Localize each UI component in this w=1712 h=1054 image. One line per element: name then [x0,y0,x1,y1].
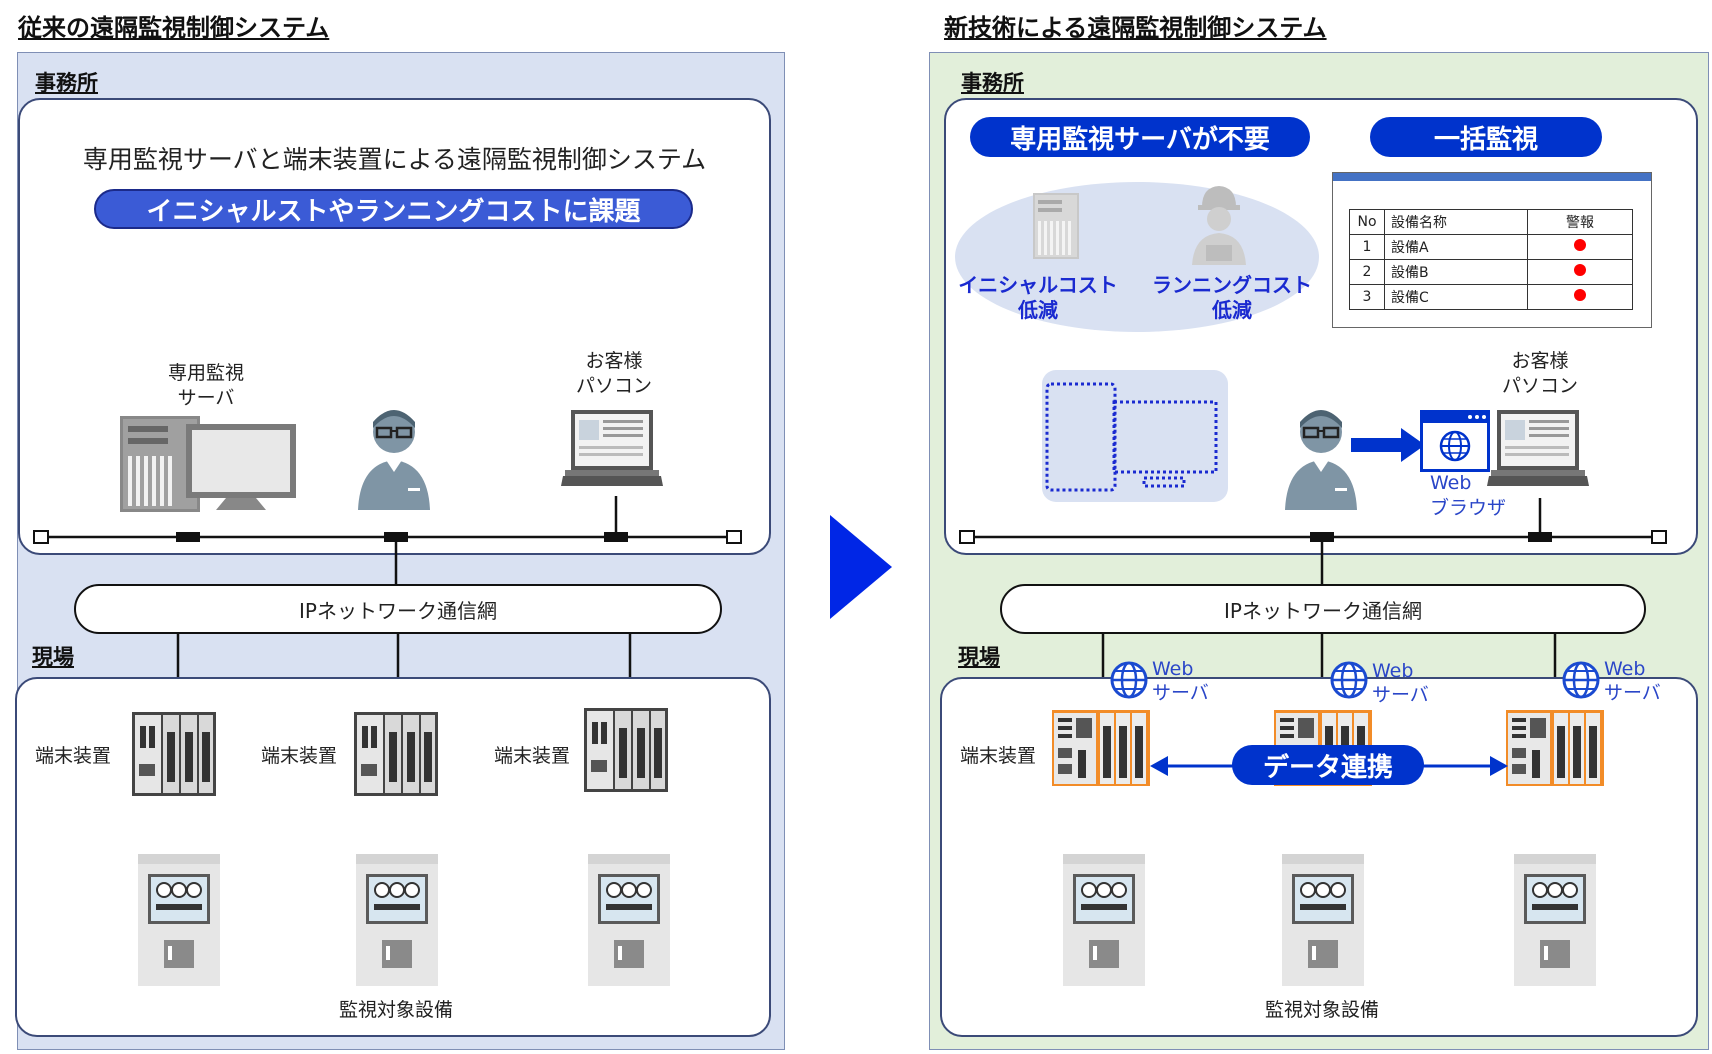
web-server-label-3b: サーバ [1604,682,1661,704]
web-server-label-1a: Web [1152,658,1194,680]
row-no: 3 [1349,284,1385,310]
monitor-icon [186,424,296,510]
removed-server-dotted-icon [1045,382,1218,492]
web-server-label-2b: サーバ [1372,684,1429,706]
web-server-label-1b: サーバ [1152,682,1209,704]
customer-laptop-icon [561,410,663,486]
alarm-cell [1527,284,1633,310]
batch-monitor-window: No 設備名称 警報 1 設備A 2 設備B 3 設備C [1332,172,1652,328]
operator-person-icon [358,410,430,510]
alarm-indicator-icon [1574,264,1586,276]
old-server-label-2: サーバ [177,387,235,409]
removed-server-area [1042,370,1228,502]
worker-helmet-icon [1192,186,1246,265]
batch-monitor-pill: 一括監視 [1370,117,1602,157]
row-name: 設備C [1384,284,1528,310]
initial-cost-label-1: イニシャルコスト [958,273,1118,297]
table-header-row: No 設備名称 警報 [1349,209,1633,235]
new-system-title: 新技術による遠隔監視制御システム [944,14,1327,42]
web-browser-icon [1420,410,1490,472]
old-terminal-label-1: 端末装置 [34,745,111,767]
new-equipment-label: 監視対象設備 [1264,999,1379,1021]
terminal-device-icon [132,712,216,796]
alarm-indicator-icon [1574,289,1586,301]
new-ip-network: IPネットワーク通信網 [1000,584,1646,634]
new-office-label: 事務所 [961,71,1024,95]
equipment-cabinet-icon [1063,854,1145,986]
old-terminal-label-3: 端末装置 [493,745,570,767]
old-server-label-1: 専用監視 [167,362,244,384]
old-ip-network: IPネットワーク通信網 [74,584,722,634]
initial-cost-label-2: 低減 [1018,298,1058,322]
old-pc-label-1: お客様 [585,350,643,372]
alarm-indicator-icon [1574,239,1586,251]
table-header-name: 設備名称 [1384,209,1528,235]
table-header-no: No [1349,209,1385,235]
new-site-label: 現場 [958,645,1000,669]
old-description: 専用監視サーバと端末装置による遠隔監視制御システム [82,145,707,174]
old-system-title: 従来の遠隔監視制御システム [18,14,330,42]
old-office-label: 事務所 [35,71,98,95]
access-arrow-icon [1351,428,1425,462]
customer-laptop-icon [1487,410,1589,486]
browser-label-1: Web [1430,472,1472,494]
no-server-pill: 専用監視サーバが不要 [970,117,1310,157]
transition-arrow-icon [830,515,892,619]
old-pc-label-2: パソコン [575,375,652,397]
running-cost-label-1: ランニングコスト [1152,273,1312,297]
operator-person-icon [1285,410,1357,510]
alarm-cell [1527,259,1633,285]
table-row: 2 設備B [1349,259,1633,285]
globe-icon [1330,661,1368,699]
cost-reduction-ellipse [955,182,1319,332]
web-server-label-3a: Web [1604,658,1646,680]
server-tower-faded-icon [1033,193,1079,259]
old-issue-pill: イニシャルストやランニングコストに課題 [94,189,693,229]
equipment-cabinet-icon [138,854,220,986]
equipment-cabinet-icon [588,854,670,986]
equipment-cabinet-icon [1514,854,1596,986]
equipment-cabinet-icon [1282,854,1364,986]
old-site-label: 現場 [32,645,74,669]
orange-terminal-device-icon [1052,710,1150,786]
web-server-label-2a: Web [1372,660,1414,682]
equipment-cabinet-icon [356,854,438,986]
new-pc-label-2: パソコン [1501,375,1578,397]
terminal-device-icon [584,708,668,792]
new-terminal-label: 端末装置 [959,745,1036,767]
new-pc-label-1: お客様 [1511,350,1569,372]
globe-icon [1562,661,1600,699]
globe-icon [1110,661,1148,699]
old-equipment-label: 監視対象設備 [338,999,453,1021]
data-link-pill: データ連携 [1232,745,1424,785]
old-terminal-label-2: 端末装置 [260,745,337,767]
window-titlebar [1333,173,1651,181]
orange-terminal-device-icon [1506,710,1604,786]
table-row: 1 設備A [1349,234,1633,260]
alarm-table: No 設備名称 警報 1 設備A 2 設備B 3 設備C [1349,209,1633,310]
running-cost-label-2: 低減 [1212,298,1252,322]
table-row: 3 設備C [1349,284,1633,310]
browser-label-2: ブラウザ [1430,497,1507,519]
alarm-cell [1527,234,1633,260]
terminal-device-icon [354,712,438,796]
